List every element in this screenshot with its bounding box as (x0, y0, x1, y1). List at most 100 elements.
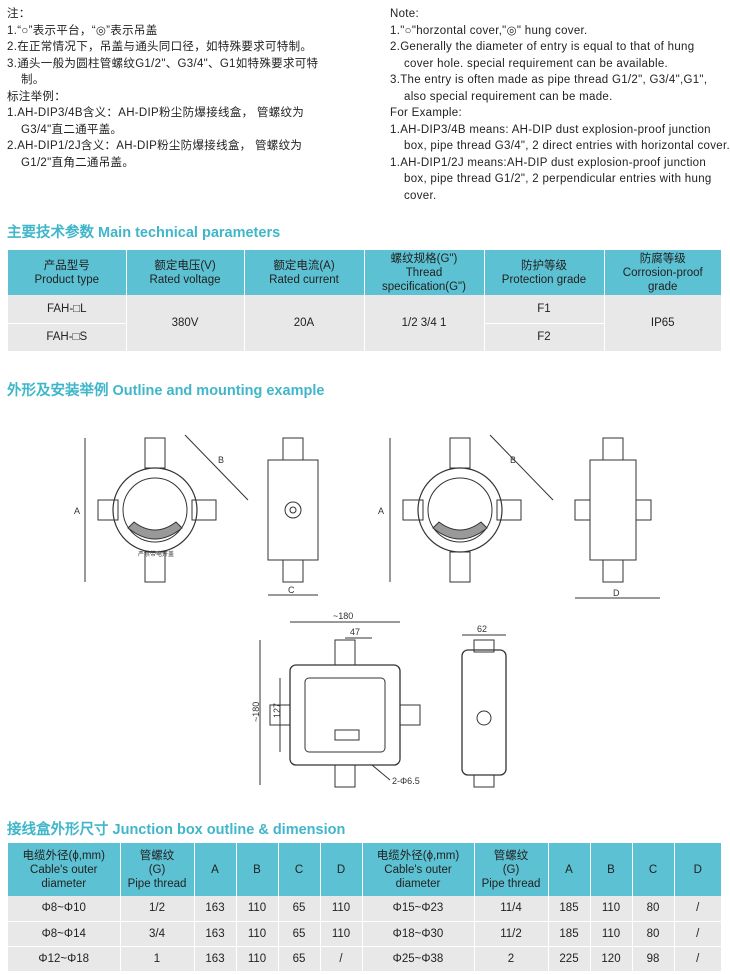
note-item: 2.Generally the diameter of entry is equ… (390, 41, 695, 53)
svg-text:D: D (613, 588, 620, 598)
svg-text:2-Φ6.5: 2-Φ6.5 (392, 776, 420, 786)
table-cell: 110 (590, 896, 633, 922)
note-item: also special requirement can be made. (404, 90, 613, 103)
section-title-outline: 外形及安装举例 Outline and mounting example (7, 383, 325, 399)
example-item: 1.AH-DIP3/4B含义：AH-DIP粉尘防爆接线盒， 管螺纹为 (7, 107, 305, 119)
example-item: box, pipe thread G3/4", 2 direct entries… (404, 140, 730, 152)
table-cell: 110 (236, 921, 279, 947)
table-cell: Φ15~Φ23 (362, 896, 475, 922)
note-item: 2.在正常情况下，吊盖与通头同口径，如特殊要求可特制。 (7, 41, 313, 53)
protection-grade: F2 (484, 323, 605, 352)
table-cell: Φ8~Φ14 (8, 921, 121, 947)
corrosion-grade: IP65 (604, 295, 722, 352)
svg-text:62: 62 (477, 624, 487, 634)
note-item: 3.The entry is often made as pipe thread… (390, 74, 708, 86)
svg-text:~180: ~180 (333, 611, 353, 621)
header-cell: B (236, 843, 279, 896)
note-title: Note: (390, 8, 419, 20)
table-cell: 120 (590, 946, 633, 972)
example-item: G3/4"直二通平盖。 (21, 123, 123, 136)
product-type: FAH-□L (8, 295, 127, 324)
svg-text:C: C (288, 585, 295, 595)
header-cell: D (674, 843, 722, 896)
example-item: cover. (404, 189, 437, 202)
svg-text:127: 127 (272, 703, 282, 718)
note-item: 1.“○”表示平台，“◎”表示吊盖 (7, 24, 158, 37)
table-cell: 1/2 (120, 896, 195, 922)
table-cell: 185 (548, 921, 591, 947)
table-cell: 11/2 (474, 921, 549, 947)
table-cell: Φ12~Φ18 (8, 946, 121, 972)
table-cell: Φ8~Φ10 (8, 896, 121, 922)
table-cell: 163 (194, 946, 237, 972)
example-item: box, pipe thread G1/2", 2 perpendicular … (404, 173, 712, 185)
square-box-side: 62 (461, 624, 507, 788)
header-cell: 管螺纹(G)Pipe thread (120, 843, 195, 896)
front-view-round-2: A B (378, 434, 554, 583)
table-cell: 185 (548, 896, 591, 922)
table-cell: / (674, 921, 722, 947)
table-cell: Φ25~Φ38 (362, 946, 475, 972)
rated-voltage: 380V (126, 295, 245, 352)
table-cell: 225 (548, 946, 591, 972)
table-cell: / (320, 946, 363, 972)
svg-text:~180: ~180 (251, 702, 261, 722)
example-title: 标注举例： (7, 90, 66, 103)
table-cell: 11/4 (474, 896, 549, 922)
front-view-round-1: 严禁带电开盖 A B (74, 434, 249, 583)
table-cell: Φ18~Φ30 (362, 921, 475, 947)
table-cell: / (674, 946, 722, 972)
example-title: For Example: (390, 107, 462, 119)
section-title-dimensions: 接线盒外形尺寸 Junction box outline & dimension (7, 822, 346, 838)
table-cell: 163 (194, 921, 237, 947)
header-cell: A (194, 843, 237, 896)
note-title: 注： (7, 8, 31, 20)
svg-text:B: B (218, 455, 224, 465)
outline-drawings: 严禁带电开盖 A B C A B D ~180 47 ~180 127 2-Φ6… (74, 434, 660, 788)
svg-text:47: 47 (350, 627, 360, 637)
example-item: 2.AH-DIP1/2J含义：AH-DIP粉尘防爆接线盒， 管螺纹为 (7, 140, 303, 152)
thread-spec: 1/2 3/4 1 (364, 295, 485, 352)
table-cell: 110 (320, 921, 363, 947)
table-cell: 2 (474, 946, 549, 972)
section-title-parameters: 主要技术参数 Main technical parameters (7, 225, 281, 241)
example-item: 1.AH-DIP3/4B means: AH-DIP dust explosio… (390, 123, 711, 136)
header-cell: D (320, 843, 363, 896)
note-item: cover hole. special requirement can be a… (404, 57, 669, 70)
rated-current: 20A (244, 295, 365, 352)
note-item: 1."○"horzontal cover,"◎" hung cover. (390, 24, 588, 37)
dial-label: 严禁带电开盖 (138, 550, 174, 558)
table-cell: 110 (236, 896, 279, 922)
side-view-2: D (574, 437, 660, 599)
table-cell: 110 (236, 946, 279, 972)
table-cell: 163 (194, 896, 237, 922)
table-cell: 98 (632, 946, 675, 972)
notes-english: Note: 1."○"horzontal cover,"◎" hung cove… (390, 6, 730, 204)
table-cell: 80 (632, 896, 675, 922)
svg-text:B: B (510, 455, 516, 465)
table-cell: / (674, 896, 722, 922)
square-box-front: ~180 47 ~180 127 2-Φ6.5 (251, 611, 421, 788)
table-cell: 65 (278, 921, 321, 947)
header-cell: B (590, 843, 633, 896)
svg-text:A: A (378, 506, 384, 516)
note-item: 制。 (21, 74, 45, 86)
notes-chinese: 注： 1.“○”表示平台，“◎”表示吊盖 2.在正常情况下，吊盖与通头同口径，如… (7, 6, 377, 171)
table-cell: 3/4 (120, 921, 195, 947)
example-item: 1.AH-DIP1/2J means:AH-DIP dust explosion… (390, 156, 707, 169)
header-cell: 额定电流(A)Rated current (244, 250, 365, 295)
header-cell: C (632, 843, 675, 896)
table-cell: 80 (632, 921, 675, 947)
header-cell: C (278, 843, 321, 896)
header-cell: 管螺纹(G)Pipe thread (474, 843, 549, 896)
